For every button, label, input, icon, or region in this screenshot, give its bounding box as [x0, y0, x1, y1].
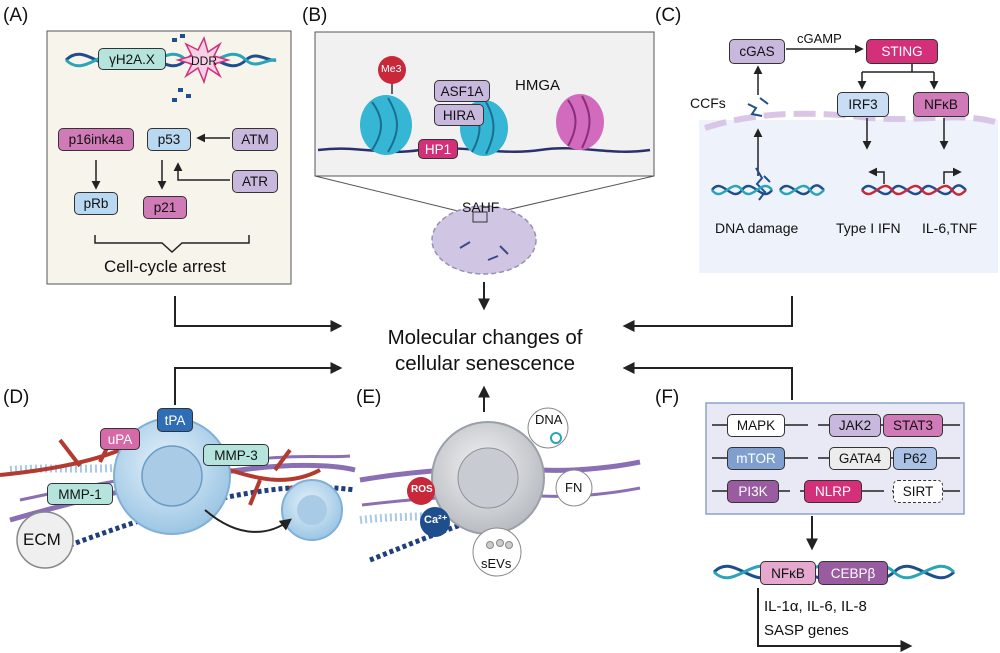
upa-box: uPA — [100, 428, 140, 450]
ros-label: ROS — [411, 484, 433, 495]
interleukins-label: IL-1α, IL-6, IL-8 — [764, 598, 867, 615]
ecm-bubble — [16, 511, 74, 569]
asf1a-box: ASF1A — [434, 80, 490, 102]
blood-vessel-icon — [0, 437, 321, 506]
cell-cycle-arrest-label: Cell-cycle arrest — [104, 257, 226, 276]
gata4-box: GATA4 — [829, 447, 891, 470]
dna-helix-icon — [860, 184, 967, 196]
ros-icon — [407, 477, 435, 505]
dna-bubble — [527, 407, 569, 449]
dna-damage-label: DNA damage — [715, 220, 799, 236]
stat3-box: STAT3 — [883, 414, 943, 437]
ecm-label: ECM — [23, 530, 61, 549]
p53-box: p53 — [147, 128, 191, 151]
mapk-box: MAPK — [727, 414, 785, 437]
title-line2: cellular senescence — [394, 351, 576, 375]
mmp3-box: MMP-3 — [203, 444, 269, 466]
prb-box: pRb — [74, 192, 118, 215]
panel-a-letter: (A) — [3, 5, 29, 26]
cebpb-box: CEBPβ — [818, 561, 888, 585]
ccfs-label: CCFs — [690, 95, 726, 111]
ddr-burst-icon — [175, 35, 231, 85]
atm-box: ATM — [232, 128, 278, 151]
panel-a-frame — [46, 30, 292, 285]
mmp1-box: MMP-1 — [47, 483, 113, 505]
nucleosome-icon — [360, 95, 412, 155]
mtor-box: mTOR — [727, 447, 785, 470]
nucleosome-icon — [556, 94, 604, 150]
p62-box: P62 — [893, 447, 937, 470]
type-i-ifn-label: Type I IFN — [836, 220, 901, 236]
panel-f-letter: (F) — [655, 387, 680, 408]
hp1-box: HP1 — [418, 139, 458, 159]
calcium-label: Ca²⁺ — [424, 514, 448, 526]
hira-box: HIRA — [434, 104, 484, 126]
sirt-box: SIRT — [893, 480, 943, 503]
p16ink4a-box: p16ink4a — [58, 128, 134, 151]
jak2-box: JAK2 — [829, 414, 881, 437]
pi3k-box: PI3K — [727, 480, 779, 503]
p21-box: p21 — [143, 196, 187, 219]
sahf-label: SAHF — [462, 199, 500, 215]
panel-c-letter: (C) — [655, 5, 682, 26]
center-title: Molecular changes of cellular senescence — [350, 325, 620, 376]
sting-box: STING — [866, 39, 938, 64]
panel-b-letter: (B) — [302, 5, 328, 26]
title-line1: Molecular changes of — [387, 326, 583, 349]
dna-label: DNA — [535, 412, 563, 427]
nfkb-box-f: NFκB — [760, 561, 816, 585]
dna-fragments-icon — [172, 34, 191, 102]
sasp-genes-label: SASP genes — [764, 622, 849, 639]
fn-label: FN — [565, 480, 583, 495]
panel-e-letter: (E) — [356, 387, 382, 408]
fn-bubble — [555, 469, 593, 507]
il6-tnf-label: IL-6,TNF — [922, 220, 978, 236]
irf3-box: IRF3 — [837, 92, 889, 117]
tpa-box: tPA — [157, 408, 193, 432]
calcium-icon — [420, 507, 450, 537]
sevs-label: sEVs — [481, 556, 512, 571]
sevs-bubble — [472, 527, 522, 577]
cgamp-label: cGAMP — [797, 31, 842, 46]
cgas-box: cGAS — [729, 39, 785, 64]
nfkb-box-c: NFκB — [913, 92, 969, 117]
gamma-h2ax-box: γH2A.X — [98, 48, 166, 70]
dna-helix-icon — [710, 184, 825, 196]
ddr-label: DDR — [191, 54, 217, 68]
panel-c-background — [699, 120, 998, 273]
panel-d-letter: (D) — [3, 387, 30, 408]
nlrp-box: NLRP — [804, 480, 862, 503]
me3-marker — [378, 56, 406, 84]
atr-box: ATR — [232, 170, 278, 193]
nucleus-icon — [431, 205, 537, 275]
me3-label: Me3 — [381, 63, 402, 75]
hmga-label: HMGA — [515, 77, 560, 94]
